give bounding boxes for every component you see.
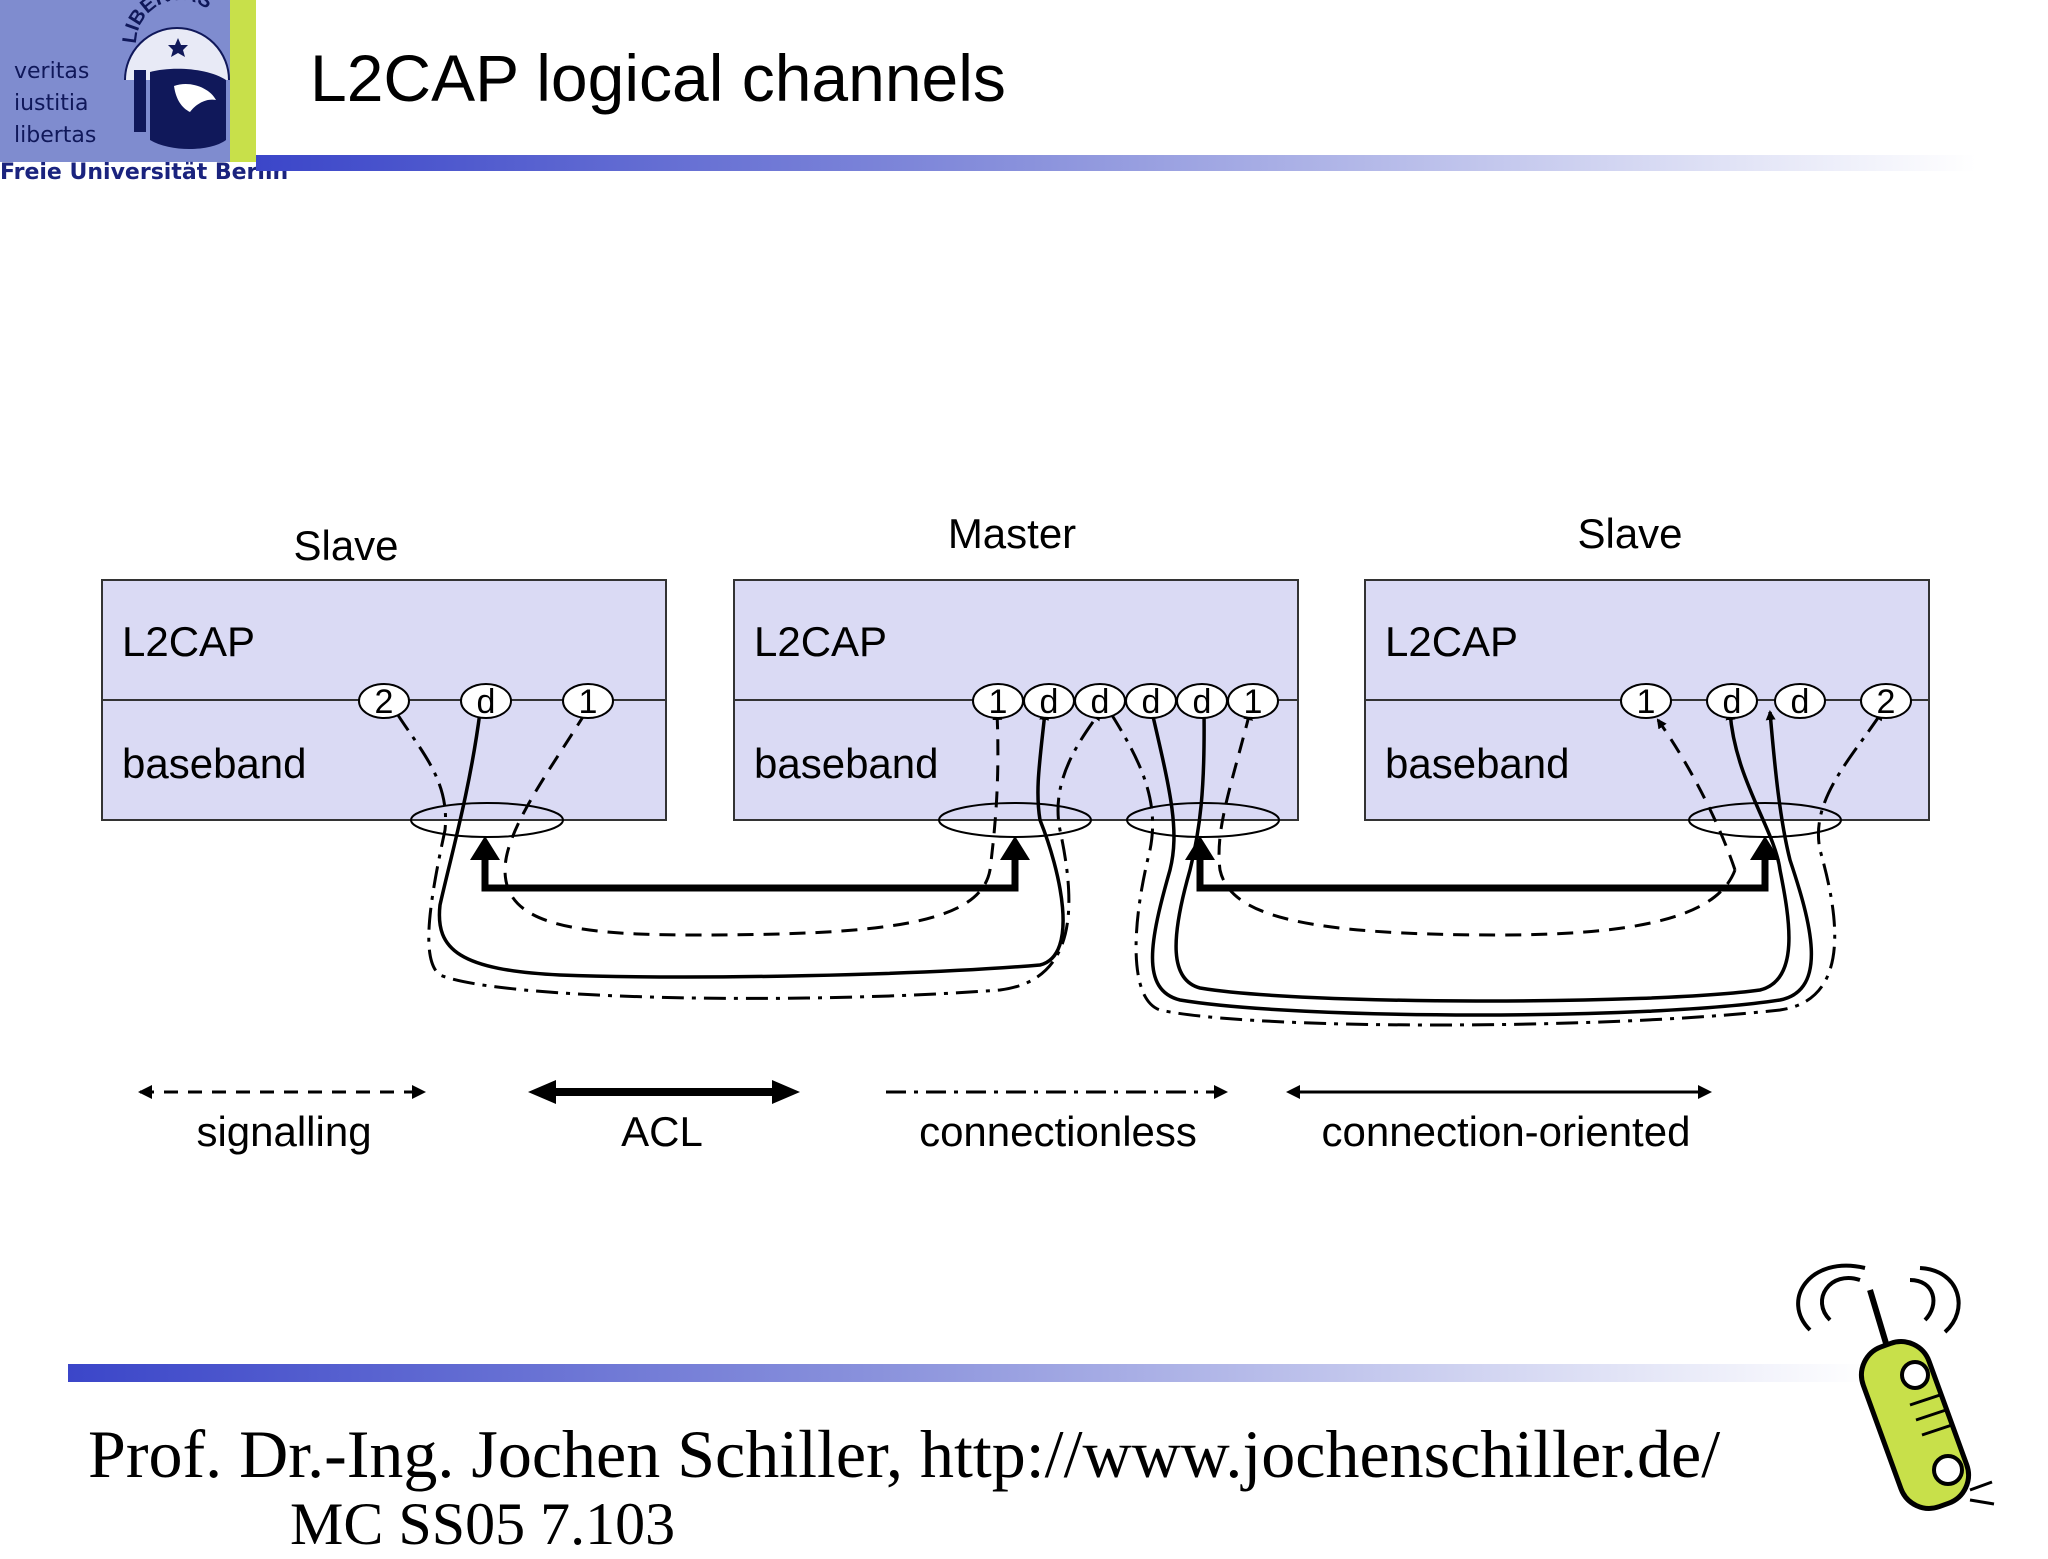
- device-role-label: Master: [948, 510, 1076, 557]
- endpoint: 1: [562, 683, 614, 721]
- legend-item-connection-oriented: connection-oriented: [1286, 1085, 1712, 1155]
- l2cap-channels-diagram: Slave Master Slave L2CAP baseband L2CAP …: [101, 510, 1930, 1155]
- endpoint: 1: [1227, 683, 1279, 721]
- svg-text:d: d: [1723, 683, 1742, 721]
- svg-text:1: 1: [579, 683, 598, 721]
- device-role-label: Slave: [293, 522, 398, 569]
- seal-icon: LIBERTAS: [120, 0, 230, 149]
- motto-line: iustitia: [14, 91, 89, 116]
- endpoint: d: [1774, 683, 1826, 721]
- svg-text:d: d: [477, 683, 496, 721]
- svg-text:d: d: [1091, 683, 1110, 721]
- acl-link-right: [1196, 842, 1769, 892]
- university-logo: veritas iustitia libertas LIBERTAS Freie…: [0, 0, 288, 190]
- footer-gradient-bar: [68, 1364, 1868, 1382]
- layer-label: baseband: [1385, 740, 1570, 787]
- signalling-links: [503, 710, 1737, 937]
- layer-label: L2CAP: [1385, 618, 1518, 665]
- channel-endpoints: 2 d 1 1 d d d d 1 1 d d 2: [358, 683, 1912, 721]
- legend: signalling ACL connectionless connection…: [138, 1080, 1712, 1155]
- legend-label: connection-oriented: [1322, 1108, 1691, 1155]
- endpoint: d: [1176, 683, 1228, 721]
- svg-text:d: d: [1791, 683, 1810, 721]
- svg-text:1: 1: [1637, 683, 1656, 721]
- logo-motto: veritas iustitia libertas: [14, 56, 96, 152]
- logo-stripe: [230, 0, 256, 162]
- svg-text:1: 1: [1244, 683, 1263, 721]
- slide-title: L2CAP logical channels: [310, 41, 1006, 115]
- svg-text:d: d: [1193, 683, 1212, 721]
- legend-item-acl: ACL: [528, 1080, 800, 1155]
- motto-line: veritas: [14, 59, 90, 84]
- endpoint: d: [1706, 683, 1758, 721]
- connection-oriented-links: [437, 710, 1813, 1017]
- endpoint: d: [1125, 683, 1177, 721]
- layer-label: L2CAP: [754, 618, 887, 665]
- connectionless-links: [394, 710, 1884, 1027]
- footer-course: MC SS05 7.103: [290, 1491, 676, 1557]
- legend-label: connectionless: [919, 1108, 1197, 1155]
- motto-line: libertas: [14, 123, 97, 148]
- endpoint: 1: [1620, 683, 1672, 721]
- endpoint: 2: [1860, 683, 1912, 721]
- university-name: Freie Universität Berlin: [0, 160, 289, 185]
- legend-item-connectionless: connectionless: [886, 1085, 1228, 1155]
- layer-label: baseband: [754, 740, 939, 787]
- legend-label: signalling: [196, 1108, 371, 1155]
- header-gradient-bar: [256, 155, 1976, 171]
- legend-item-signalling: signalling: [138, 1085, 426, 1155]
- endpoint: d: [1074, 683, 1126, 721]
- svg-text:d: d: [1142, 683, 1161, 721]
- svg-text:1: 1: [989, 683, 1008, 721]
- svg-text:d: d: [1040, 683, 1059, 721]
- svg-text:2: 2: [1877, 683, 1896, 721]
- layer-label: L2CAP: [122, 618, 255, 665]
- footer-author: Prof. Dr.-Ing. Jochen Schiller, http://w…: [88, 1416, 1721, 1492]
- endpoint: d: [460, 683, 512, 721]
- baseband-link-ellipses: [410, 802, 1842, 838]
- layer-label: baseband: [122, 740, 307, 787]
- acl-link-left: [481, 842, 1019, 892]
- device-role-label: Slave: [1577, 510, 1682, 557]
- endpoint: 1: [972, 683, 1024, 721]
- endpoint: 2: [358, 683, 410, 721]
- mobile-phone-icon: [1796, 1263, 1995, 1511]
- legend-label: ACL: [621, 1108, 703, 1155]
- svg-text:2: 2: [375, 683, 394, 721]
